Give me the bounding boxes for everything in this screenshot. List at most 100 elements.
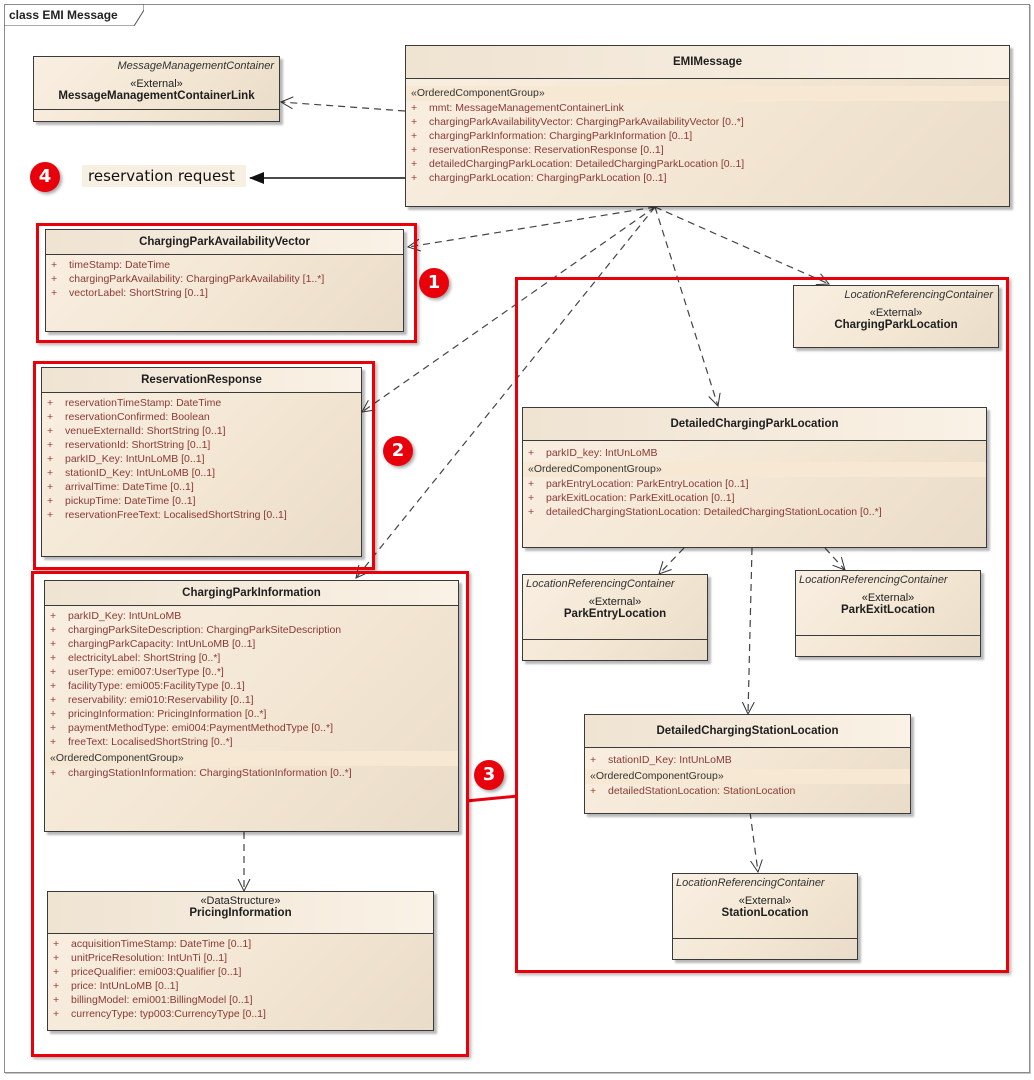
attribute: +timeStamp: DateTime — [51, 259, 171, 271]
ordered-component-group: «OrderedComponentGroup» — [406, 86, 1009, 101]
attribute: +freeText: LocalisedShortString [0..*] — [50, 736, 233, 748]
badge-2: 2 — [383, 436, 413, 466]
attribute: +paymentMethodType: emi004:PaymentMethod… — [50, 722, 333, 734]
class-name: MessageManagementContainerLink — [58, 90, 255, 102]
dep-emi-to-dcpl — [654, 206, 718, 406]
class-stereotype: «External» — [588, 596, 642, 608]
class-park-exit-location[interactable]: LocationReferencingContainer «External» … — [795, 570, 981, 657]
dep-emi-to-cpav — [408, 206, 656, 247]
class-park-entry-location[interactable]: LocationReferencingContainer «External» … — [522, 574, 708, 661]
class-charging-park-information[interactable]: ChargingParkInformation +parkID_Key: Int… — [44, 580, 459, 832]
class-name: ChargingParkInformation — [182, 587, 321, 599]
class-empty-compartment — [673, 938, 857, 957]
class-name: DetailedChargingParkLocation — [670, 418, 839, 430]
attribute: +chargingParkCapacity: IntUnLoMB [0..1] — [50, 638, 256, 650]
attribute: +detailedChargingStationLocation: Detail… — [528, 506, 882, 518]
class-name: DetailedChargingStationLocation — [656, 725, 839, 737]
attribute: +parkExitLocation: ParkExitLocation [0..… — [528, 492, 735, 504]
attribute: +stationID_Key: IntUnLoMB — [590, 754, 732, 766]
ordered-component-group: «OrderedComponentGroup» — [523, 462, 986, 477]
attribute: +acquisitionTimeStamp: DateTime [0..1] — [53, 938, 252, 950]
attribute: +reservationTimeStamp: DateTime — [47, 397, 222, 409]
class-name: PricingInformation — [189, 907, 292, 919]
highlight-group-3-right — [515, 277, 1009, 973]
attribute: +parkID_Key: IntUnLoMB — [50, 610, 182, 622]
ordered-component-group: «OrderedComponentGroup» — [45, 751, 458, 766]
class-package: LocationReferencingContainer — [844, 289, 993, 301]
attribute: +chargingParkAvailabilityVector: Chargin… — [411, 116, 744, 128]
dep-dcpl-to-pel — [659, 547, 685, 574]
dep-dcsl-to-sl — [749, 811, 758, 872]
class-charging-park-location[interactable]: LocationReferencingContainer «External» … — [793, 285, 999, 348]
badge-4: 4 — [30, 162, 60, 192]
frame-tab-shape — [4, 4, 144, 26]
class-station-location[interactable]: LocationReferencingContainer «External» … — [672, 873, 858, 960]
class-name: ParkExitLocation — [841, 604, 935, 616]
class-package: LocationReferencingContainer — [676, 877, 825, 889]
attribute: +detailedChargingParkLocation: DetailedC… — [411, 158, 745, 170]
attribute: +reservationConfirmed: Boolean — [47, 411, 210, 423]
ordered-component-group: «OrderedComponentGroup» — [585, 769, 910, 784]
attribute: +currencyType: typ003:CurrencyType [0..1… — [53, 1008, 266, 1020]
class-emi-message[interactable]: EMIMessage «OrderedComponentGroup» +mmt:… — [405, 45, 1010, 207]
attribute: +vectorLabel: ShortString [0..1] — [51, 287, 208, 299]
group3-connector — [465, 794, 519, 803]
attribute: +reservationFreeText: LocalisedShortStri… — [47, 509, 287, 521]
class-name: StationLocation — [721, 907, 809, 919]
dep-dcpl-to-dcsl — [748, 547, 752, 714]
attribute: +chargingStationInformation: ChargingSta… — [50, 767, 352, 779]
class-detailed-charging-park-location[interactable]: DetailedChargingParkLocation +parkID_key… — [522, 407, 987, 548]
highlight-group-2 — [33, 361, 375, 570]
dep-emi-to-cpi — [356, 206, 656, 578]
class-stereotype: «External» — [130, 78, 183, 90]
attribute: +pricingInformation: PricingInformation … — [50, 708, 267, 720]
class-reservation-response[interactable]: ReservationResponse +reservationTimeStam… — [41, 367, 362, 557]
attribute: +chargingParkLocation: ChargingParkLocat… — [411, 172, 667, 184]
class-package: LocationReferencingContainer — [799, 574, 948, 586]
class-package: LocationReferencingContainer — [526, 578, 675, 590]
class-message-management-container-link[interactable]: MessageManagementContainer «External» Me… — [33, 56, 280, 122]
class-detailed-charging-station-location[interactable]: DetailedChargingStationLocation +station… — [584, 714, 911, 814]
class-stereotype: «External» — [861, 592, 915, 604]
class-package: MessageManagementContainer — [117, 60, 274, 72]
dep-dcpl-to-pxl — [824, 547, 845, 570]
attribute: +venueExternalId: ShortString [0..1] — [47, 425, 226, 437]
class-charging-park-availability-vector[interactable]: ChargingParkAvailabilityVector +timeStam… — [45, 229, 404, 332]
attribute: +facilityType: emi005:FacilityType [0..1… — [50, 680, 245, 692]
attribute: +reservability: emi010:Reservability [0.… — [50, 694, 254, 706]
attribute: +parkEntryLocation: ParkEntryLocation [0… — [528, 478, 749, 490]
class-stereotype: «DataStructure» — [200, 895, 281, 907]
attribute: +reservationId: ShortString [0..1] — [47, 439, 211, 451]
attribute: +electricityLabel: ShortString [0..*] — [50, 652, 221, 664]
class-empty-compartment — [796, 635, 980, 654]
class-stereotype: «External» — [738, 895, 792, 907]
attribute: +billingModel: emi001:BillingModel [0..1… — [53, 994, 253, 1006]
dep-emi-to-cpl — [654, 206, 829, 284]
attribute: +userType: emi007:UserType [0..*] — [50, 666, 224, 678]
attribute: +chargingParkInformation: ChargingParkIn… — [411, 130, 693, 142]
diagram-frame — [4, 4, 1030, 1073]
attribute: +priceQualifier: emi003:Qualifier [0..1] — [53, 966, 242, 978]
attribute: +price: IntUnLoMB [0..1] — [53, 980, 179, 992]
attribute: +unitPriceResolution: IntUnTi [0..1] — [53, 952, 228, 964]
badge-3: 3 — [474, 760, 504, 790]
attribute: +mmt: MessageManagementContainerLink — [411, 102, 624, 114]
class-name: EMIMessage — [672, 56, 743, 68]
attribute: +reservationResponse: ReservationRespons… — [411, 144, 664, 156]
highlight-group-1 — [36, 223, 417, 343]
class-pricing-information[interactable]: «DataStructure» PricingInformation +acqu… — [47, 891, 434, 1031]
class-stereotype: «External» — [869, 307, 923, 319]
attribute: +pickupTime: DateTime [0..1] — [47, 495, 196, 507]
attribute: +chargingParkAvailability: ChargingParkA… — [51, 273, 325, 285]
attribute: +detailedStationLocation: StationLocatio… — [590, 785, 796, 797]
dep-emi-to-mmc — [281, 102, 406, 112]
class-name: ReservationResponse — [141, 374, 262, 386]
attribute: +arrivalTime: DateTime [0..1] — [47, 481, 194, 493]
class-name: ChargingParkLocation — [834, 319, 958, 331]
highlight-group-3-left — [31, 571, 469, 1057]
attribute: +parkID_key: IntUnLoMB — [528, 447, 658, 459]
attribute: +parkID_Key: IntUnLoMB [0..1] — [47, 453, 205, 465]
class-empty-compartment — [523, 639, 707, 658]
diagram-title: class EMI Message — [9, 8, 118, 22]
